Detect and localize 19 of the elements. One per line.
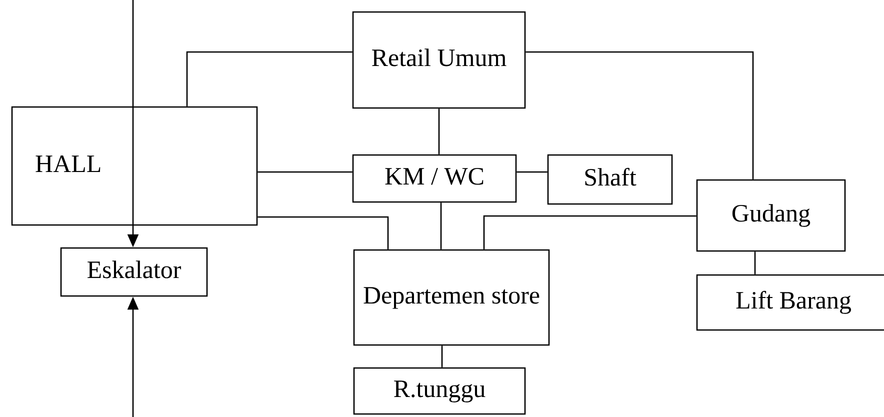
room-box: Departemen store <box>353 249 550 346</box>
connector-line <box>440 202 442 250</box>
connector-line <box>516 171 548 173</box>
room-box: R.tunggu <box>353 367 526 415</box>
connector-line <box>441 346 443 368</box>
connector-line <box>754 252 756 274</box>
connector-line <box>438 108 440 154</box>
room-box: Retail Umum <box>352 11 526 109</box>
room-box: HALL <box>11 106 258 226</box>
room-box: KM / WC <box>352 154 517 203</box>
connector-line <box>258 216 389 250</box>
room-box: Gudang <box>696 179 846 252</box>
room-box: Shaft <box>547 154 673 205</box>
connector-line <box>483 215 696 250</box>
connector-line <box>258 171 352 173</box>
connector-line <box>186 51 352 106</box>
room-box: Lift Barang <box>696 274 884 331</box>
connector-line <box>526 51 754 180</box>
room-box: Eskalator <box>60 247 208 297</box>
